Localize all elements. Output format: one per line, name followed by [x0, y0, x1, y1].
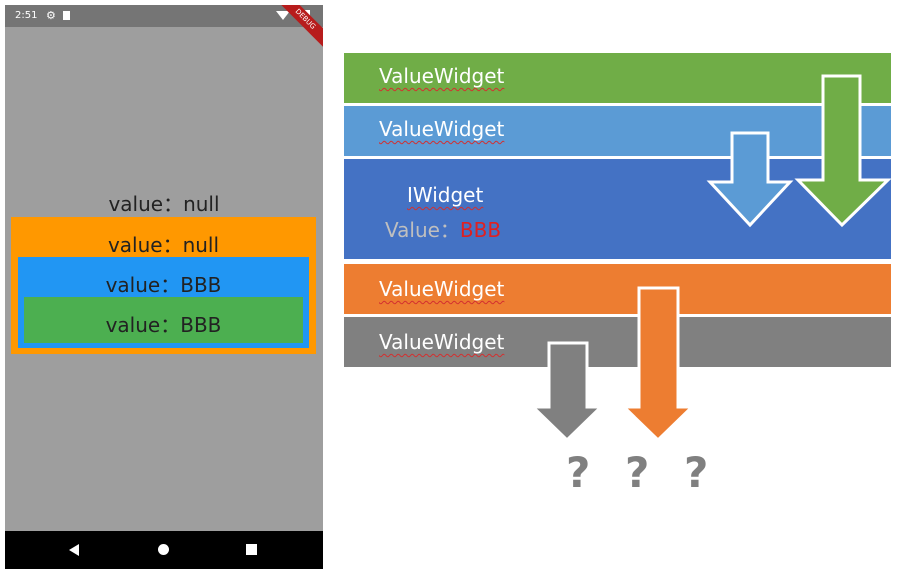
blue-value-widget: value：BBB value：BBB	[18, 257, 309, 348]
recents-icon[interactable]	[246, 544, 257, 555]
orange-value-widget: value：null value：BBB value：BBB	[11, 217, 316, 354]
status-time: 2:51	[15, 10, 38, 21]
green-down-arrow	[794, 74, 892, 228]
back-icon[interactable]	[69, 544, 79, 556]
settings-icon: ⚙	[46, 9, 56, 22]
value-text-orange: value：null	[107, 233, 220, 257]
orange-down-arrow	[620, 286, 696, 443]
bar-label: ValueWidget	[379, 117, 505, 141]
sd-card-icon	[63, 11, 70, 20]
green-value-widget: value：BBB	[24, 297, 303, 343]
iwidget-title: IWidget	[407, 183, 484, 207]
home-icon[interactable]	[158, 544, 169, 555]
bar-label: ValueWidget	[379, 277, 505, 301]
iwidget-value: Value：BBB	[385, 214, 501, 243]
value-text-plain: value：null	[108, 192, 220, 216]
bar-label: ValueWidget	[379, 330, 505, 354]
valuewidget-bar-gray: ValueWidget	[344, 317, 891, 367]
bar-label: ValueWidget	[379, 64, 505, 88]
value-text-green: value：BBB	[105, 313, 222, 337]
gray-down-arrow	[529, 341, 605, 443]
wifi-icon	[276, 11, 290, 20]
phone-screen: 2:51 ⚙ DEBUG value：null value：null value…	[5, 5, 323, 569]
valuewidget-bar-orange: ValueWidget	[344, 264, 891, 314]
value-bbb: BBB	[459, 218, 502, 242]
question-marks: ? ? ?	[566, 448, 719, 497]
value-prefix: Value：	[385, 218, 460, 242]
navigation-bar	[5, 531, 323, 569]
valuewidget-bar-green: ValueWidget	[344, 53, 891, 103]
light-blue-down-arrow	[706, 131, 794, 228]
iwidget-bar: IWidget Value：BBB	[344, 159, 891, 259]
valuewidget-bar-light-blue: ValueWidget	[344, 106, 891, 156]
value-text-blue: value：BBB	[105, 273, 222, 297]
